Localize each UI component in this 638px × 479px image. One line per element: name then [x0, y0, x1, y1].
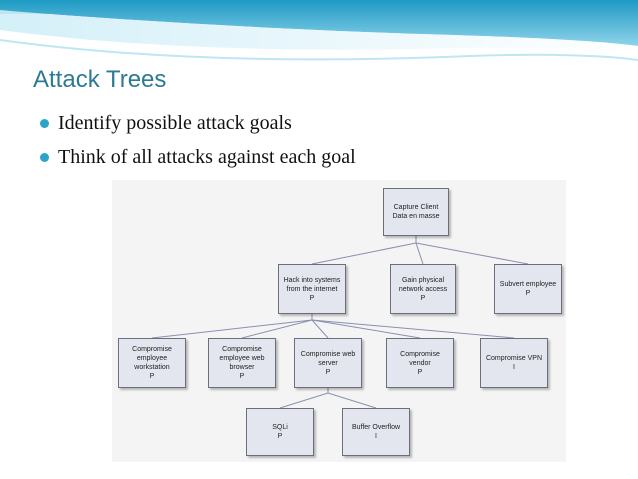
tree-node-webserver: Compromise web server P: [294, 338, 362, 388]
tree-node-label: Subvert employee P: [499, 281, 557, 297]
tree-node-label: Compromise employee workstation P: [132, 346, 172, 380]
tree-node-label: Capture Client Data en masse: [392, 204, 440, 220]
tree-edge-webserver-sqli: [279, 392, 329, 409]
tree-node-vpn: Compromise VPN I: [480, 338, 548, 388]
bullet-item: Identify possible attack goals: [40, 108, 356, 138]
tree-node-label: Compromise VPN I: [485, 355, 542, 371]
bullet-dot-icon: [40, 153, 49, 162]
tree-node-physical: Gain physical network access P: [390, 264, 456, 314]
bullet-list: Identify possible attack goals Think of …: [40, 108, 356, 176]
tree-node-label: SQLi P: [272, 424, 288, 440]
tree-edge-hack-webserver: [311, 319, 329, 339]
tree-edge-root-hack: [311, 242, 417, 265]
tree-node-overflow: Buffer Overflow I: [342, 408, 410, 456]
tree-node-label: Gain physical network access P: [398, 276, 448, 302]
tree-edge-root-physical: [415, 242, 424, 265]
tree-node-label: Buffer Overflow I: [351, 424, 401, 440]
tree-node-label: Compromise web server P: [300, 350, 356, 376]
tree-node-hack: Hack into systems from the internet P: [278, 264, 346, 314]
tree-node-label: Compromise employee web browser P: [219, 346, 265, 380]
bullet-text: Think of all attacks against each goal: [58, 146, 356, 168]
tree-node-vendor: Compromise vendor P: [386, 338, 454, 388]
bullet-dot-icon: [40, 119, 49, 128]
tree-edge-root-subvert: [415, 242, 529, 265]
bullet-text: Identify possible attack goals: [58, 112, 292, 134]
tree-node-subvert: Subvert employee P: [494, 264, 562, 314]
tree-node-workstation: Compromise employee workstation P: [118, 338, 186, 388]
tree-edge-webserver-overflow: [327, 392, 377, 409]
tree-edge-hack-workstation: [151, 319, 313, 339]
tree-edge-hack-vpn: [311, 319, 515, 339]
bullet-item: Think of all attacks against each goal: [40, 142, 356, 172]
tree-edges: [151, 236, 529, 409]
tree-node-browser: Compromise employee web browser P: [208, 338, 276, 388]
header-wave-decoration: [0, 0, 638, 61]
slide-title: Attack Trees: [33, 66, 167, 93]
tree-edge-hack-vendor: [311, 319, 421, 339]
tree-edge-hack-browser: [241, 319, 313, 339]
tree-node-sqli: SQLi P: [246, 408, 314, 456]
tree-node-label: Hack into systems from the internet P: [283, 276, 341, 302]
tree-node-root: Capture Client Data en masse: [383, 188, 449, 236]
tree-node-label: Compromise vendor P: [400, 350, 440, 376]
